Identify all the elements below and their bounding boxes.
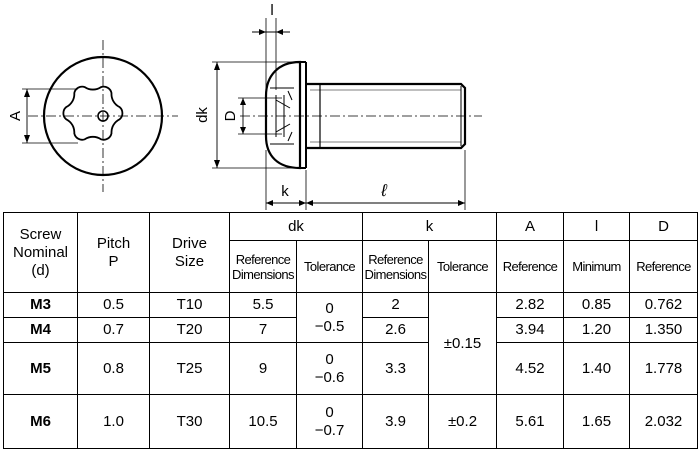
dim-label-l: l (270, 2, 273, 19)
cell-l: 0.85 (563, 292, 630, 318)
header-screw-nominal: Screw Nominal (d) (3, 212, 78, 293)
subheader-D-reference: Reference (629, 240, 698, 293)
cell-l: 1.65 (563, 394, 630, 449)
cell-A: 2.82 (496, 292, 564, 318)
cell-dk: 9 (229, 342, 297, 395)
cell-size: M4 (3, 317, 78, 343)
header-D: D (629, 212, 698, 241)
cell-pitch: 0.5 (77, 292, 150, 318)
header-A: A (496, 212, 564, 241)
cell-dk-tolerance: 0 −0.7 (296, 394, 363, 449)
subheader-l-minimum: Minimum (563, 240, 630, 293)
side-view (212, 18, 482, 210)
cell-A: 5.61 (496, 394, 564, 449)
cell-size: M5 (3, 342, 78, 395)
cell-drive: T25 (149, 342, 230, 395)
cell-pitch: 1.0 (77, 394, 150, 449)
cell-dk: 7 (229, 317, 297, 343)
cell-dk-tolerance: 0 −0.6 (296, 342, 363, 395)
dim-label-length: ℓ (380, 181, 387, 200)
dim-label-A: A (7, 111, 24, 121)
cell-l: 1.20 (563, 317, 630, 343)
table-row: M3 0.5 T10 5.5 0 −0.5 2 ±0.15 2.82 0.85 … (3, 292, 698, 395)
cell-dk-tolerance: 0 −0.5 (296, 292, 363, 343)
cell-D: 2.032 (629, 394, 698, 449)
cell-D: 1.778 (629, 342, 698, 395)
cell-l: 1.40 (563, 342, 630, 395)
cell-A: 3.94 (496, 317, 564, 343)
subheader-dk-tolerance: Tolerance (296, 240, 363, 293)
dim-label-dk: dk (194, 107, 211, 123)
cell-drive: T20 (149, 317, 230, 343)
cell-pitch: 0.8 (77, 342, 150, 395)
subheader-dk-reference-dimensions: Reference Dimensions (229, 240, 297, 293)
torx-recess-outline (62, 85, 124, 141)
header-dk: dk (229, 212, 363, 241)
table-row: M5 0.8 T25 9 0 −0.6 3.3 4.52 1.40 1.778 (3, 342, 698, 395)
header-k: k (362, 212, 497, 241)
cell-k: 3.3 (362, 342, 429, 395)
cell-dk: 10.5 (229, 394, 297, 449)
cell-drive: T10 (149, 292, 230, 318)
header-pitch: Pitch P (77, 212, 150, 293)
cell-k-tolerance: ±0.15 (428, 292, 497, 395)
cell-size: M3 (3, 292, 78, 318)
subheader-k-reference-dimensions: Reference Dimensions (362, 240, 429, 293)
dim-label-D: D (222, 110, 239, 121)
header-drive-size: Drive Size (149, 212, 230, 293)
cell-dk: 5.5 (229, 292, 297, 318)
cell-D: 1.350 (629, 317, 698, 343)
cell-drive: T30 (149, 394, 230, 449)
cell-pitch: 0.7 (77, 317, 150, 343)
cell-D: 0.762 (629, 292, 698, 318)
subheader-A-reference: Reference (496, 240, 564, 293)
cell-k: 3.9 (362, 394, 429, 449)
header-l: l (563, 212, 630, 241)
cell-k-tolerance: ±0.2 (428, 394, 497, 449)
top-view (22, 40, 178, 192)
table-row: M6 1.0 T30 10.5 0 −0.7 3.9 ±0.2 5.61 1.6… (3, 394, 698, 449)
cell-k: 2 (362, 292, 429, 318)
subheader-k-tolerance: Tolerance (428, 240, 497, 293)
cell-A: 4.52 (496, 342, 564, 395)
table-row: M4 0.7 T20 7 2.6 3.94 1.20 1.350 (3, 317, 698, 343)
screw-technical-drawing: A (7, 2, 482, 210)
cell-size: M6 (3, 394, 78, 449)
cell-k: 2.6 (362, 317, 429, 343)
dim-label-k: k (281, 183, 289, 200)
dimension-table: Screw Nominal (d) Pitch P Drive Size dk … (3, 212, 698, 449)
